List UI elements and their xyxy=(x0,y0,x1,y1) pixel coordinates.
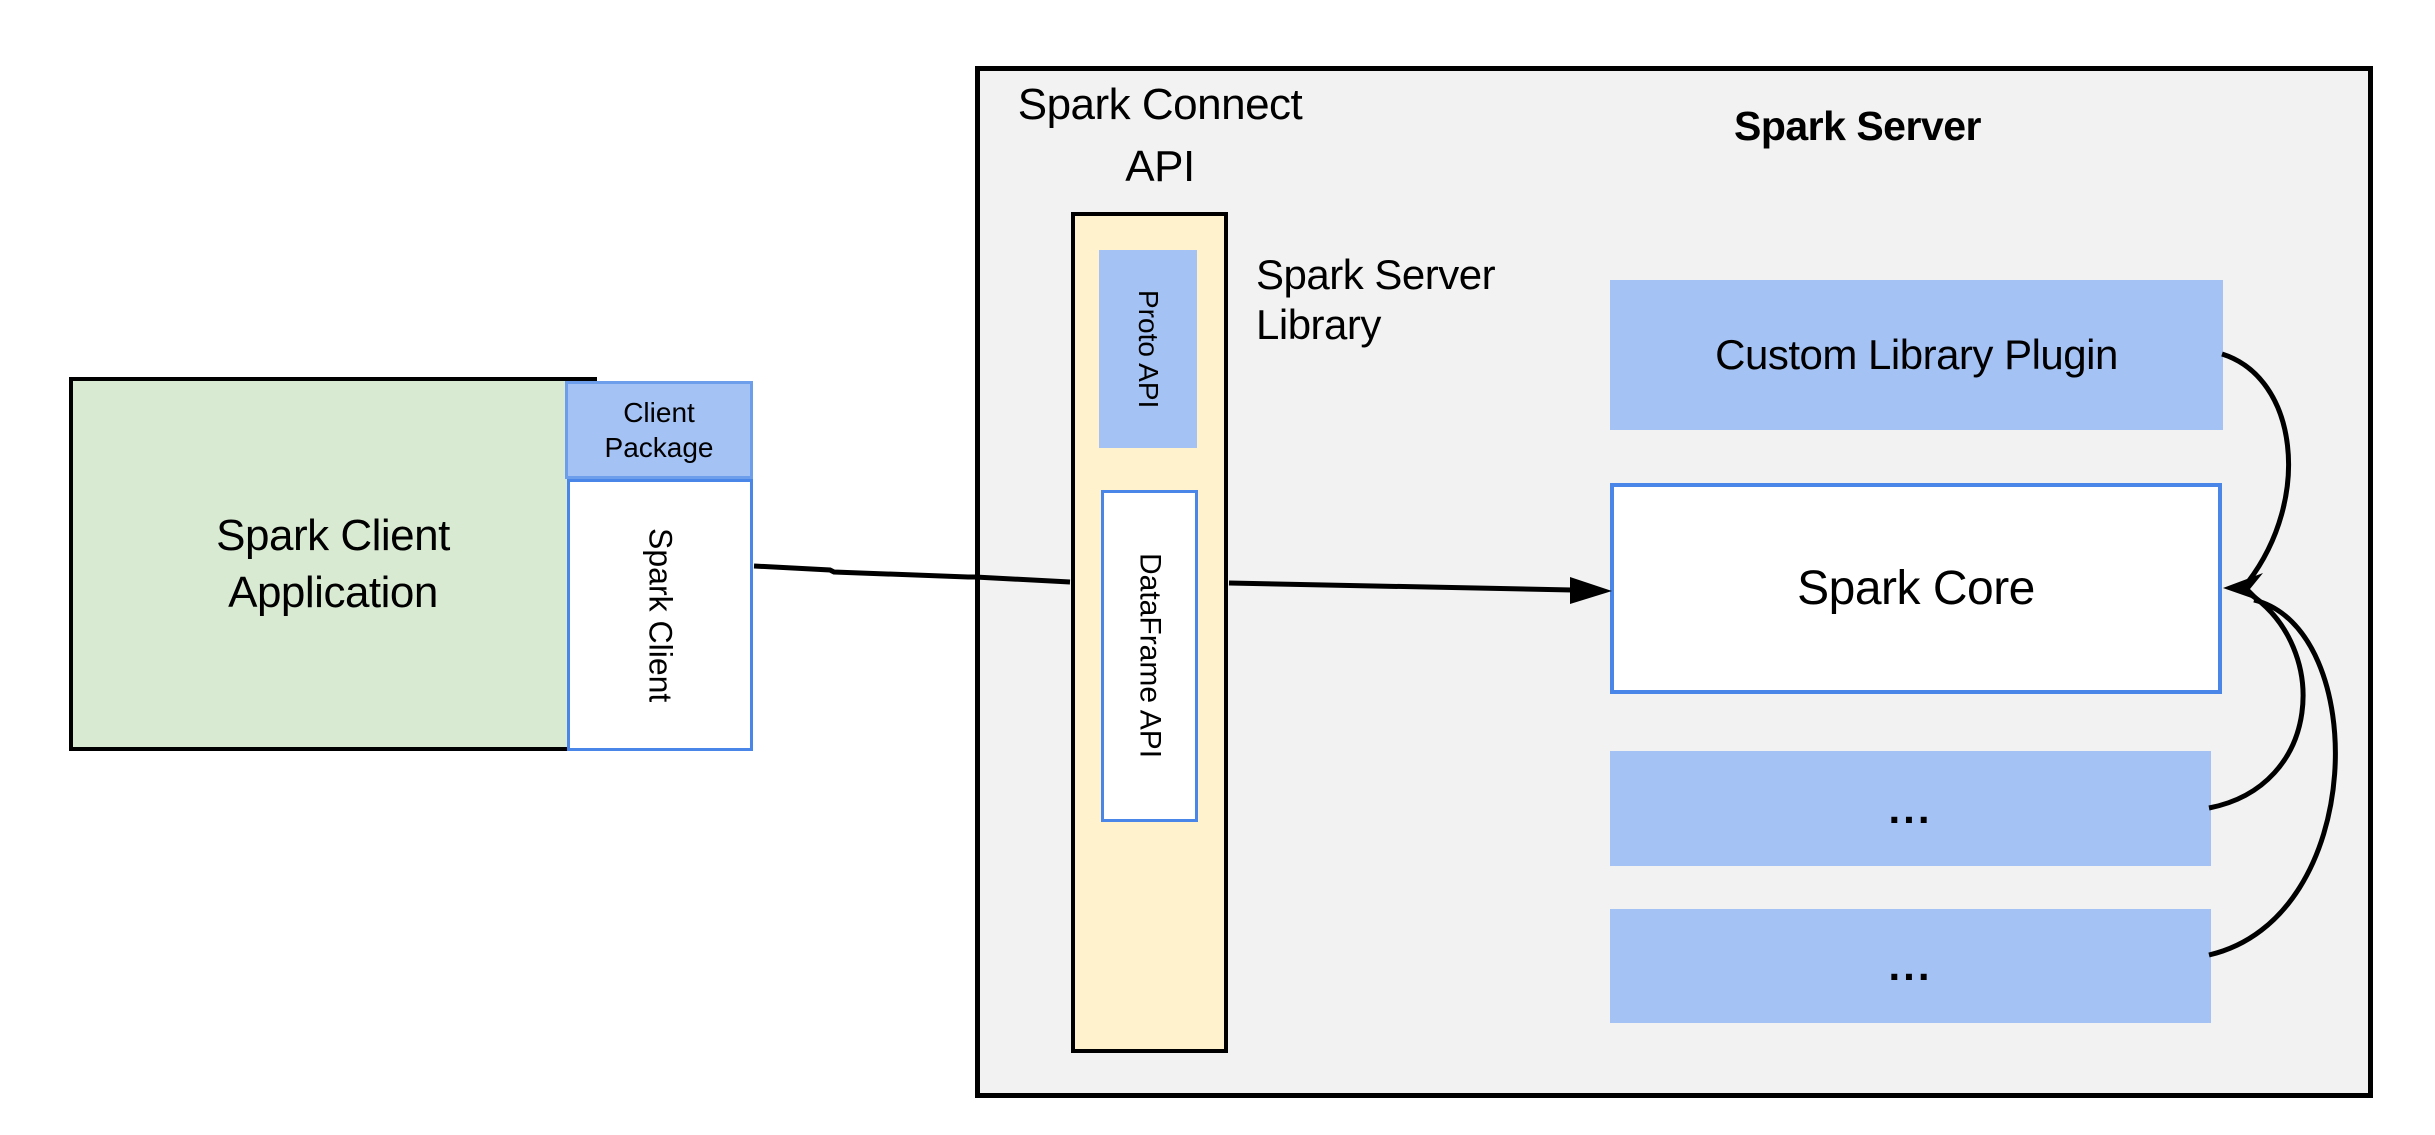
spark-client-application-line2: Application xyxy=(228,568,438,617)
client-package-box: Client Package xyxy=(565,381,753,479)
spark-client-application-line1: Spark Client xyxy=(216,511,450,560)
spark-client-box: Spark Client xyxy=(567,479,753,751)
client-package-line1: Client xyxy=(623,397,695,428)
dataframe-api-label: DataFrame API xyxy=(1133,553,1167,759)
spark-client-application-box: Spark Client Application xyxy=(69,377,597,751)
client-package-line2: Package xyxy=(604,432,714,463)
spark-server-library-line1: Spark Server xyxy=(1256,251,1496,298)
spark-server-library-line2: Library xyxy=(1256,301,1381,348)
dataframe-api-box: DataFrame API xyxy=(1101,490,1198,822)
spark-connect-api-label-line1: Spark Connect xyxy=(1017,80,1303,129)
spark-client-label: Spark Client xyxy=(642,527,679,703)
spark-connect-api-label-line2: API xyxy=(1125,142,1195,191)
plugin-placeholder-box-2: ... xyxy=(1610,909,2211,1023)
proto-api-label: Proto API xyxy=(1133,289,1164,409)
spark-server-title: Spark Server xyxy=(1733,102,1982,149)
spark-server-library-label: Spark Server Library xyxy=(1256,245,1586,355)
custom-library-plugin-box: Custom Library Plugin xyxy=(1610,280,2223,430)
plugin-placeholder-box-1: ... xyxy=(1610,751,2211,866)
spark-core-box: Spark Core xyxy=(1610,483,2222,694)
spark-connect-api-label: Spark Connect API xyxy=(1000,76,1320,196)
proto-api-box: Proto API xyxy=(1099,250,1197,448)
